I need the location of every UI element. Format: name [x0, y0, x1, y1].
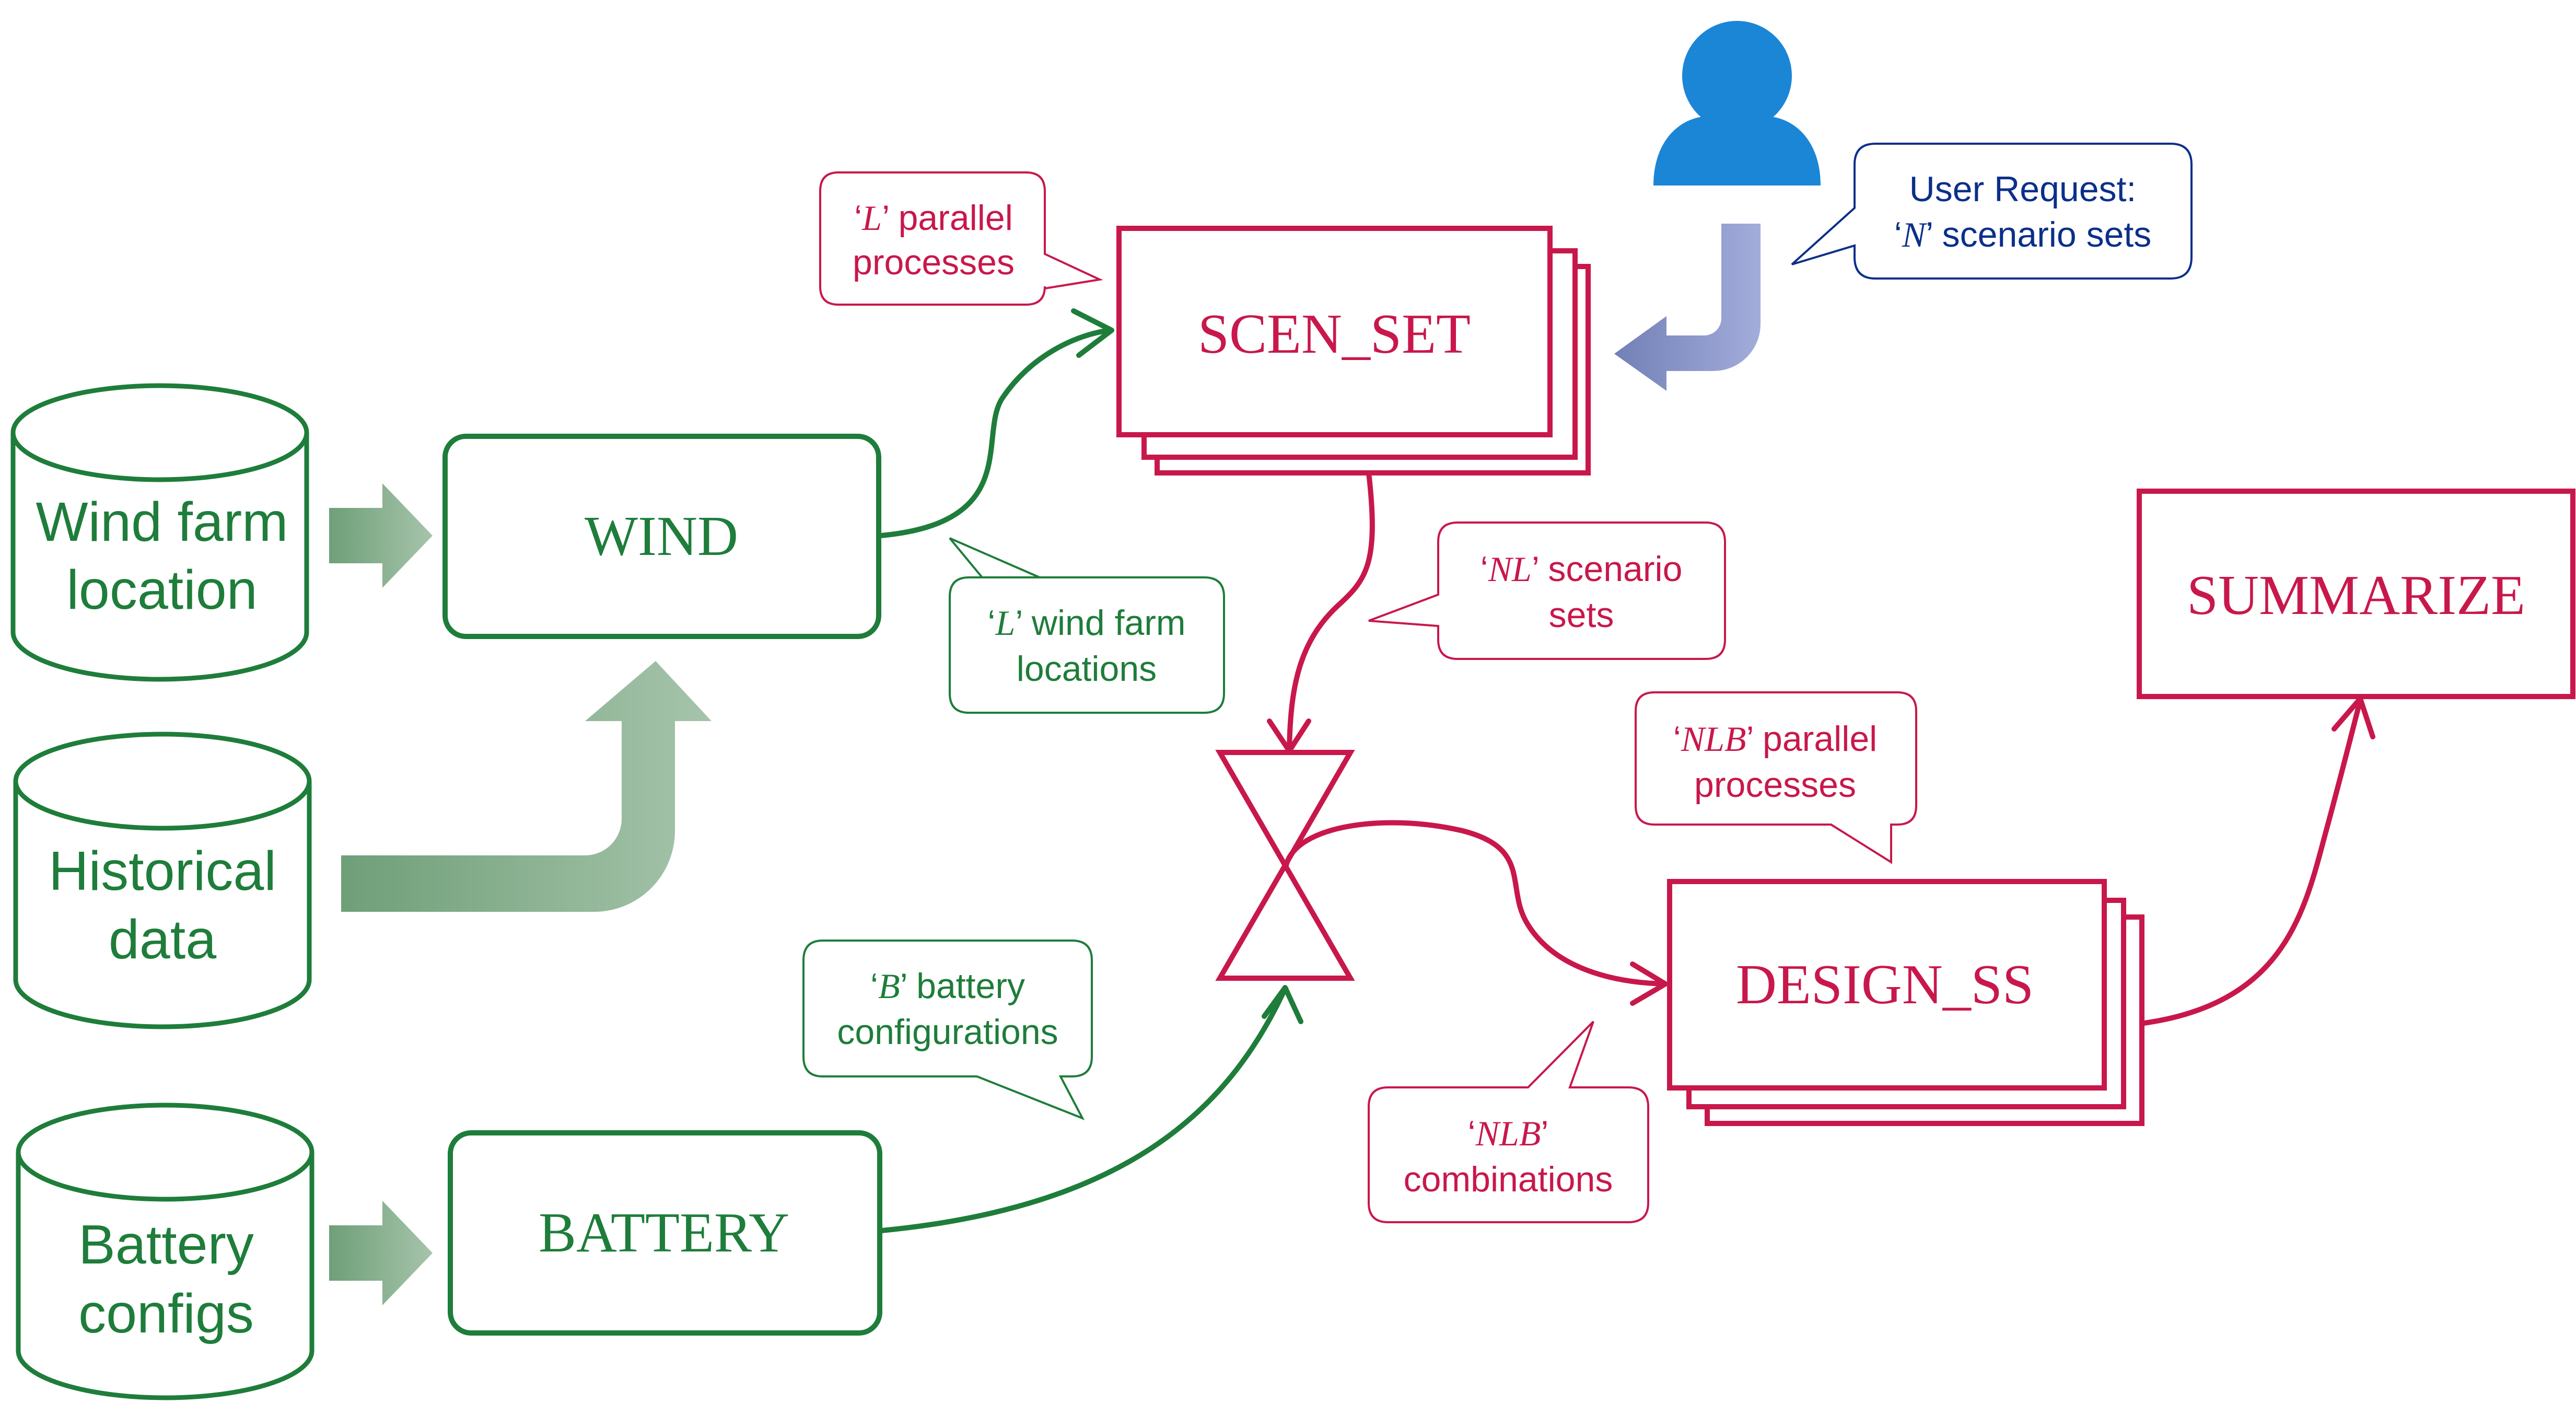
callout-l-wind-line2: locations	[1017, 649, 1157, 689]
callout-b-var: B	[878, 966, 900, 1006]
callout-l-parallel-var: L	[861, 198, 882, 238]
cylinder-wind-farm-location: Wind farm location	[10, 383, 309, 682]
callout-l-wind-farm-locations: ‘L’ wind farm locations	[949, 537, 1225, 714]
process-summarize[interactable]: SUMMARIZE	[2137, 489, 2575, 699]
callout-nlb-parallel-processes: ‘NLB’ parallel processes	[1635, 691, 1917, 864]
block-arrow-wind-data-to-wind	[329, 483, 433, 588]
process-wind[interactable]: WIND	[442, 434, 881, 639]
callout-nlb-parallel-var: NLB	[1681, 719, 1746, 759]
callout-l-parallel-line1: parallel	[889, 198, 1013, 238]
historical-label-line1: Historical	[49, 840, 276, 902]
process-scen-set[interactable]: SCEN_SET	[1116, 226, 1591, 476]
callout-nl-line2: sets	[1549, 595, 1614, 635]
process-wind-label: WIND	[585, 505, 738, 567]
callout-nl-var: NL	[1488, 549, 1532, 589]
battery-configs-label-line1: Battery	[78, 1214, 254, 1276]
callout-nlb-comb-line2: combinations	[1404, 1159, 1613, 1199]
historical-label-line2: data	[109, 909, 216, 970]
block-arrow-battery-configs-to-battery	[329, 1201, 433, 1305]
callout-user-request-line2: scenario sets	[1932, 215, 2152, 254]
connector-battery-to-combiner	[879, 985, 1303, 1233]
battery-configs-label-line2: configs	[78, 1283, 254, 1344]
wind-farm-label-line2: location	[66, 559, 257, 621]
callout-user-request-line1: User Request:	[1909, 169, 2137, 209]
connector-combiner-to-design-ss	[1284, 820, 1668, 1006]
callout-user-request: User Request: ‘N’ scenario sets	[1791, 143, 2193, 280]
callout-nl-scenario-sets: ‘NL’ scenario sets	[1368, 521, 1726, 660]
process-summarize-label: SUMMARIZE	[2187, 564, 2525, 627]
process-scen-set-label: SCEN_SET	[1198, 303, 1471, 365]
svg-text:‘L’ wind farm: ‘L’ wind farm	[987, 603, 1185, 643]
process-battery[interactable]: BATTERY	[448, 1130, 882, 1336]
process-battery-label: BATTERY	[539, 1202, 789, 1264]
process-design-ss[interactable]: DESIGN_SS	[1667, 879, 2144, 1126]
callout-nl-line1: scenario	[1538, 549, 1682, 589]
bent-arrow-user-to-scen-set	[1614, 224, 1761, 391]
connector-scen-set-to-combiner	[1267, 470, 1375, 753]
callout-l-wind-line1: wind farm	[1022, 603, 1186, 643]
callout-b-line2: configurations	[837, 1012, 1058, 1052]
callout-nlb-combinations: ‘NLB’ combinations	[1368, 1021, 1649, 1223]
callout-user-request-var: N	[1902, 215, 1928, 254]
callout-l-parallel-line2: processes	[853, 242, 1015, 282]
callout-nlb-parallel-line1: parallel	[1753, 719, 1877, 759]
connector-wind-to-scen-set	[878, 308, 1114, 538]
callout-b-line1: battery	[906, 966, 1025, 1006]
svg-text:‘NLB’ parallel: ‘NLB’ parallel	[1673, 719, 1878, 759]
callout-l-parallel-processes: ‘L’ parallel processes	[819, 171, 1103, 306]
process-design-ss-label: DESIGN_SS	[1736, 954, 2034, 1016]
callout-nlb-comb-var: NLB	[1475, 1114, 1541, 1153]
bent-arrow-historical-to-wind	[341, 661, 712, 912]
cylinder-battery-configs: Battery configs	[16, 1103, 314, 1400]
svg-text:‘NLB’: ‘NLB’	[1468, 1114, 1549, 1153]
callout-l-wind-var: L	[995, 603, 1016, 643]
callout-b-battery-configurations: ‘B’ battery configurations	[802, 940, 1093, 1120]
connector-design-ss-to-summarize	[2141, 696, 2375, 1026]
callout-nlb-parallel-line2: processes	[1694, 765, 1856, 805]
svg-text:‘L’ parallel: ‘L’ parallel	[854, 198, 1013, 238]
person-icon	[1653, 21, 1821, 185]
svg-text:‘B’ battery: ‘B’ battery	[870, 966, 1025, 1006]
wind-farm-label-line1: Wind farm	[36, 491, 288, 553]
svg-text:‘NL’ scenario: ‘NL’ scenario	[1481, 549, 1683, 589]
svg-text:‘N’ scenario sets: ‘N’ scenario sets	[1894, 215, 2152, 254]
cylinder-historical-data: Historical data	[13, 732, 312, 1029]
